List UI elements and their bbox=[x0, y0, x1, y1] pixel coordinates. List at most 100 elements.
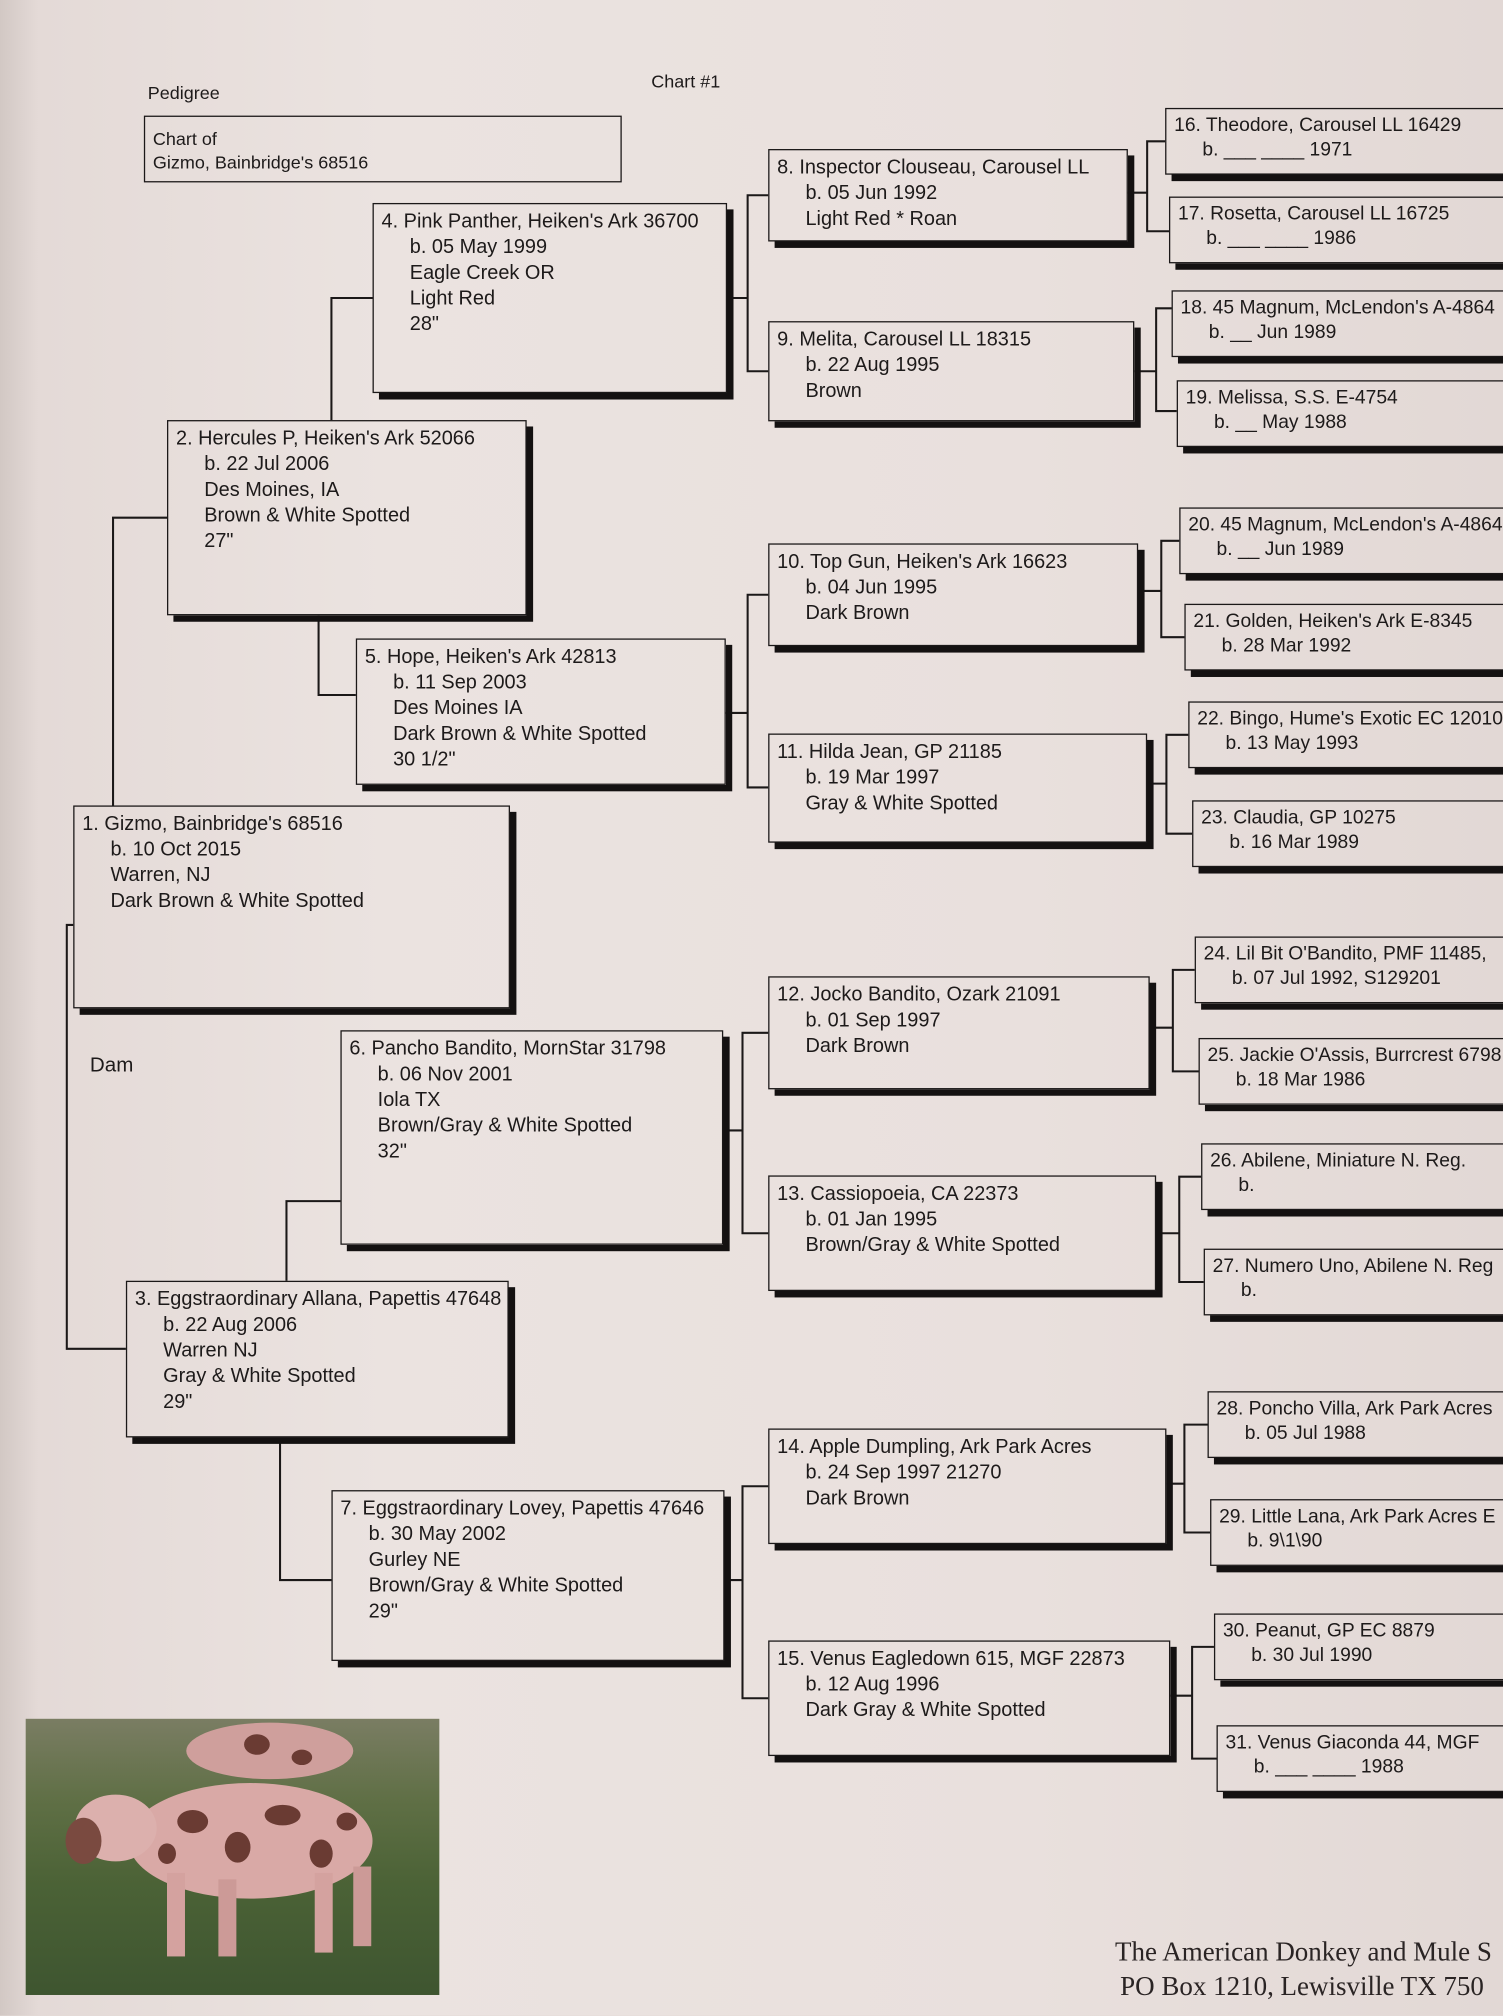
animal-name: 11. Hilda Jean, GP 21185 bbox=[777, 741, 1002, 764]
animal-name: 23. Claudia, GP 10275 bbox=[1201, 806, 1396, 829]
animal-detail: b. 22 Aug 1995 bbox=[805, 354, 940, 377]
animal-detail: Des Moines, IA bbox=[204, 479, 340, 501]
animal-detail: Brown/Gray & White Spotted bbox=[805, 1234, 1060, 1257]
animal-name: 8. Inspector Clouseau, Carousel LL bbox=[777, 156, 1090, 179]
animal-detail: b. 19 Mar 1997 bbox=[805, 766, 940, 789]
animal-detail: 28" bbox=[409, 313, 440, 336]
connector-6 bbox=[723, 1031, 769, 1235]
animal-detail: b. 18 Mar 1986 bbox=[1235, 1068, 1366, 1091]
animal-name: 7. Eggstraordinary Lovey, Papettis 47646 bbox=[340, 1497, 705, 1520]
animal-detail: b. 06 Nov 2001 bbox=[377, 1063, 513, 1086]
connector-1 bbox=[65, 516, 167, 1350]
chart-of-box: Chart of Gizmo, Bainbridge's 68516 bbox=[143, 115, 622, 183]
animal-detail: b. 04 Jun 1995 bbox=[805, 576, 938, 599]
connector-9 bbox=[1134, 307, 1177, 413]
connector-12 bbox=[1149, 968, 1199, 1073]
animal-name: 29. Little Lana, Ark Park Acres E bbox=[1219, 1505, 1496, 1528]
chart-of-name: Gizmo, Bainbridge's 68516 bbox=[152, 151, 369, 173]
animal-name: 19. Melissa, S.S. E-4754 bbox=[1185, 386, 1398, 409]
connector-14 bbox=[1166, 1423, 1211, 1534]
chart-of-label: Chart of bbox=[152, 128, 217, 150]
connector-15 bbox=[1170, 1645, 1217, 1760]
animal-detail: b. 05 May 1999 bbox=[409, 236, 548, 259]
footer-address: PO Box 1210, Lewisville TX 750 bbox=[1120, 1970, 1484, 2002]
pedigree-box-3: 3. Eggstraordinary Allana, Papettis 4764… bbox=[125, 1280, 509, 1438]
animal-name: 9. Melita, Carousel LL 18315 bbox=[777, 328, 1032, 351]
footer-organization: The American Donkey and Mule S bbox=[1115, 1935, 1492, 1967]
animal-detail: b. ___ ____ 1988 bbox=[1253, 1756, 1404, 1778]
connector-10 bbox=[1138, 539, 1185, 639]
animal-detail: b. 13 May 1993 bbox=[1225, 732, 1359, 755]
page-title: Pedigree bbox=[147, 82, 220, 103]
animal-detail: b. __ Jun 1989 bbox=[1216, 538, 1345, 561]
animal-detail: Dark Brown & White Spotted bbox=[393, 723, 647, 746]
animal-name: 6. Pancho Bandito, MornStar 31798 bbox=[349, 1037, 667, 1060]
animal-detail: b. bbox=[1238, 1174, 1255, 1196]
animal-name: 25. Jackie O'Assis, Burrcrest 6798 bbox=[1207, 1044, 1502, 1067]
donkey-photo bbox=[25, 1718, 440, 1995]
animal-name: 22. Bingo, Hume's Exotic EC 12010 bbox=[1197, 707, 1503, 730]
connector-2 bbox=[317, 296, 373, 696]
animal-detail: Gray & White Spotted bbox=[163, 1365, 356, 1388]
animal-detail: b. 11 Sep 2003 bbox=[393, 671, 527, 694]
pedigree-box-2: 2. Hercules P, Heiken's Ark 52066 b. 22 J… bbox=[166, 420, 527, 616]
pedigree-box-9: 9. Melita, Carousel LL 18315 b. 22 Aug 19… bbox=[768, 321, 1135, 422]
animal-detail: b. 24 Sep 1997 21270 bbox=[805, 1461, 1002, 1484]
animal-name: 12. Jocko Bandito, Ozark 21091 bbox=[777, 984, 1061, 1006]
pedigree-box-7: 7. Eggstraordinary Lovey, Papettis 47646… bbox=[331, 1490, 725, 1661]
connector-4 bbox=[727, 194, 769, 373]
animal-detail: Warren, NJ bbox=[110, 864, 211, 887]
animal-name: 21. Golden, Heiken's Ark E-8345 bbox=[1193, 610, 1473, 633]
animal-detail: Dark Brown bbox=[805, 1035, 910, 1058]
animal-name: 30. Peanut, GP EC 8879 bbox=[1222, 1619, 1435, 1642]
animal-detail: b. 9\1\90 bbox=[1247, 1529, 1323, 1552]
animal-detail: Gray & White Spotted bbox=[805, 792, 999, 815]
animal-name: 5. Hope, Heiken's Ark 42813 bbox=[364, 646, 617, 668]
pedigree-box-5: 5. Hope, Heiken's Ark 42813 b. 11 Sep 200… bbox=[355, 638, 726, 785]
animal-detail: Dark Brown bbox=[805, 1487, 910, 1510]
animal-name: 2. Hercules P, Heiken's Ark 52066 bbox=[175, 427, 475, 450]
animal-detail: b. 01 Sep 1997 bbox=[805, 1009, 941, 1032]
animal-detail: Dark Gray & White Spotted bbox=[805, 1699, 1046, 1722]
animal-detail: b. 22 Jul 2006 bbox=[204, 453, 330, 476]
chart-number: Chart #1 bbox=[651, 70, 721, 92]
animal-name: 26. Abilene, Miniature N. Reg. bbox=[1210, 1149, 1467, 1172]
animal-detail: Brown & White Spotted bbox=[204, 504, 411, 527]
animal-detail: b. 05 Jul 1988 bbox=[1244, 1422, 1366, 1444]
animal-name: 17. Rosetta, Carousel LL 16725 bbox=[1177, 202, 1450, 225]
animal-detail: Brown/Gray & White Spotted bbox=[377, 1115, 633, 1137]
animal-name: 28. Poncho Villa, Ark Park Acres bbox=[1216, 1397, 1493, 1420]
animal-detail: Light Red * Roan bbox=[805, 208, 958, 230]
animal-detail: b. 07 Jul 1992, S129201 bbox=[1231, 967, 1441, 990]
animal-detail: Iola TX bbox=[377, 1089, 441, 1112]
animal-name: 20. 45 Magnum, McLendon's A-4864 bbox=[1188, 513, 1503, 536]
pedigree-box-24: 24. Lil Bit O'Bandito, PMF 11485,b. 07 J… bbox=[1194, 936, 1503, 1004]
animal-detail: 30 1/2" bbox=[393, 748, 456, 771]
animal-detail: Des Moines IA bbox=[393, 697, 523, 720]
animal-detail: 29" bbox=[163, 1391, 193, 1414]
animal-detail: b. 30 May 2002 bbox=[368, 1523, 506, 1546]
animal-detail: 27" bbox=[204, 530, 234, 553]
animal-name: 15. Venus Eagledown 615, MGF 22873 bbox=[777, 1648, 1125, 1670]
pedigree-box-12: 12. Jocko Bandito, Ozark 21091 b. 01 Sep … bbox=[768, 976, 1150, 1090]
animal-name: 3. Eggstraordinary Allana, Papettis 4764… bbox=[134, 1288, 502, 1311]
animal-detail: 32" bbox=[377, 1140, 407, 1163]
animal-detail: b. 01 Jan 1995 bbox=[805, 1208, 938, 1231]
